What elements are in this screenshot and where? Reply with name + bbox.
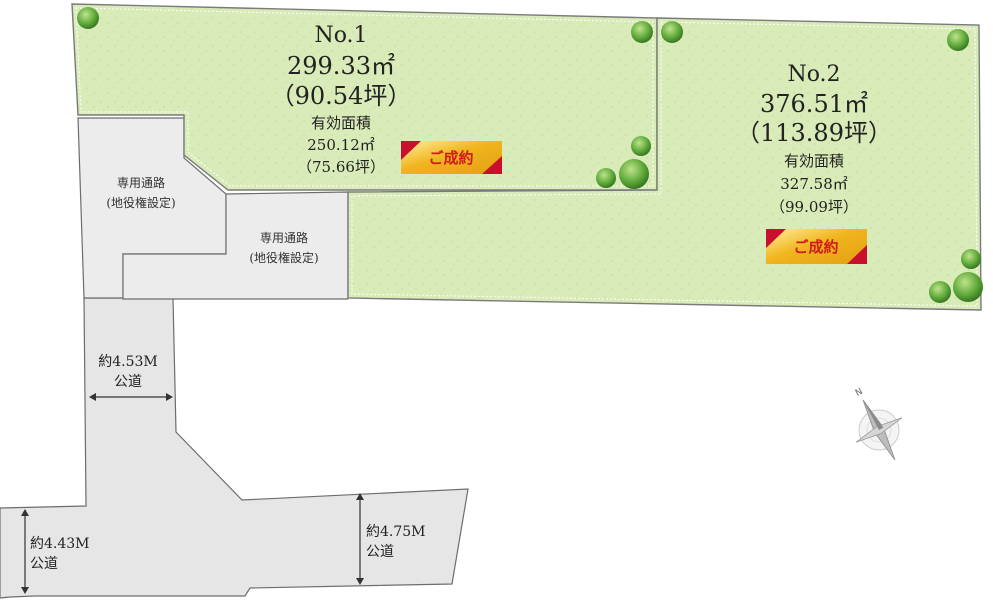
private-road-1-line1: 専用通路	[117, 175, 165, 190]
private-road-labels: 専用通路 (地役権設定) 専用通路 (地役権設定)	[106, 175, 318, 265]
lot-no1-name: No.1	[314, 23, 367, 48]
tree-icon	[596, 168, 616, 188]
tree-icons	[77, 7, 983, 303]
lot-no1-effective-label: 有効面積	[311, 114, 371, 132]
dimension-arrows	[21, 393, 364, 594]
tree-icon	[631, 136, 651, 156]
ribbon-corner-icon	[482, 156, 502, 174]
tree-icon	[953, 272, 983, 302]
lot-no2-status: ご成約	[793, 238, 838, 256]
private-road-1-line2: (地役権設定)	[106, 195, 175, 210]
lot-no2-area: 376.51㎡	[760, 90, 868, 118]
public-road-2-kind: 公道	[30, 556, 58, 572]
ribbon-corner-icon	[401, 141, 421, 160]
tree-icon	[631, 21, 653, 43]
public-road-labels: 約4.53M 公道 約4.43M 公道 約4.75M 公道	[30, 354, 426, 572]
lot-no2-effective-tsubo: （99.09坪）	[770, 198, 858, 216]
tree-icon	[77, 7, 99, 29]
compass-north-label: N	[854, 387, 865, 399]
lot-no2-name: No.2	[787, 62, 840, 87]
public-road-3-kind: 公道	[366, 544, 394, 560]
private-road-area	[77, 117, 349, 300]
tree-icon	[947, 29, 969, 51]
lot-no2-effective-label: 有効面積	[784, 152, 844, 170]
lot-no2-area-tsubo: （113.89坪）	[736, 119, 892, 147]
tree-icon	[961, 249, 981, 269]
lot-no1-effective-area: 250.12㎡	[307, 136, 375, 154]
lot-no1-area-tsubo: （90.54坪）	[271, 82, 412, 110]
compass-icon: N	[854, 387, 903, 461]
lot-no1-labels: No.1 299.33㎡ （90.54坪） 有効面積 250.12㎡ （75.6…	[271, 23, 412, 176]
public-road-1-width: 約4.53M	[98, 354, 158, 370]
tree-icon	[619, 159, 649, 189]
lot-no1-sold-badge: ご成約	[401, 141, 502, 174]
public-road-1-kind: 公道	[114, 374, 142, 390]
private-road-2-line1: 専用通路	[260, 230, 308, 245]
lot-no2-labels: No.2 376.51㎡ （113.89坪） 有効面積 327.58㎡ （99.…	[736, 62, 892, 216]
lot-no1-status: ご成約	[428, 149, 473, 167]
public-road-3-width: 約4.75M	[366, 524, 426, 540]
public-road-area	[0, 297, 469, 599]
tree-icon	[661, 21, 683, 43]
private-road-2-line2: (地役権設定)	[249, 250, 318, 265]
lot-no1-effective-tsubo: （75.66坪）	[297, 158, 385, 176]
ribbon-corner-icon	[766, 229, 786, 248]
lot-no2-effective-area: 327.58㎡	[780, 175, 848, 193]
lot-no1-area: 299.33㎡	[287, 52, 395, 80]
tree-icon	[929, 281, 951, 303]
lot-no2-sold-badge: ご成約	[766, 229, 867, 264]
public-road-2-width: 約4.43M	[30, 536, 90, 552]
ribbon-corner-icon	[847, 245, 867, 264]
